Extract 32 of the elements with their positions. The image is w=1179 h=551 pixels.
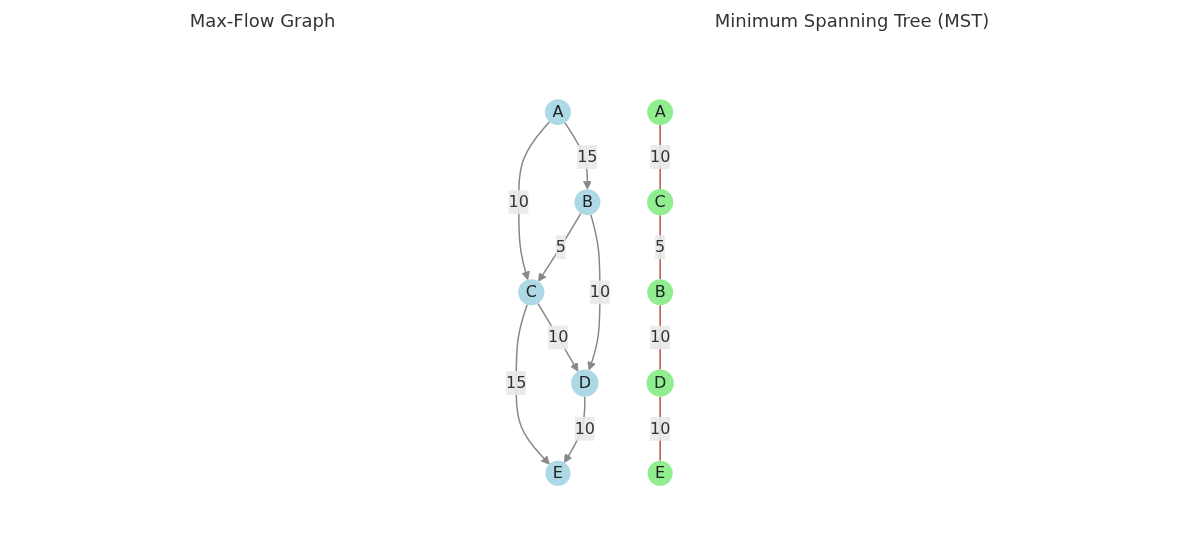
edge-label: 10 <box>649 327 670 347</box>
node-circle: A <box>646 99 673 126</box>
connector <box>659 396 661 462</box>
edge-label: 5 <box>555 237 566 257</box>
node-circle: C <box>646 189 673 216</box>
node-circle: A <box>544 99 571 126</box>
edge-label: 5 <box>654 237 665 257</box>
edge-label: 10 <box>508 192 529 212</box>
arrow <box>563 396 586 463</box>
node-circle: B <box>646 279 673 306</box>
arrow <box>536 302 578 372</box>
connector <box>659 124 661 190</box>
node-circle: E <box>544 460 571 486</box>
node-circle: B <box>573 189 600 216</box>
arrow <box>587 213 601 371</box>
edge-label: 15 <box>505 373 526 393</box>
edge-label: 10 <box>649 147 670 167</box>
edge-label: 15 <box>576 147 598 167</box>
connector <box>659 304 661 371</box>
node-circle: C <box>517 279 544 306</box>
panel-heading: Minimum Spanning Tree (MST) <box>714 9 990 31</box>
arrow <box>517 121 550 281</box>
edge-label: 10 <box>649 418 670 438</box>
node-circle: D <box>570 369 599 397</box>
node-circle: E <box>647 460 673 486</box>
edge-label: 10 <box>547 327 568 347</box>
edge-label: 10 <box>574 418 595 438</box>
arrow <box>515 304 550 465</box>
arrow <box>537 212 582 282</box>
panel-heading: Max-Flow Graph <box>189 9 336 31</box>
node-circle: D <box>646 369 674 397</box>
edge-label: 10 <box>589 282 610 302</box>
